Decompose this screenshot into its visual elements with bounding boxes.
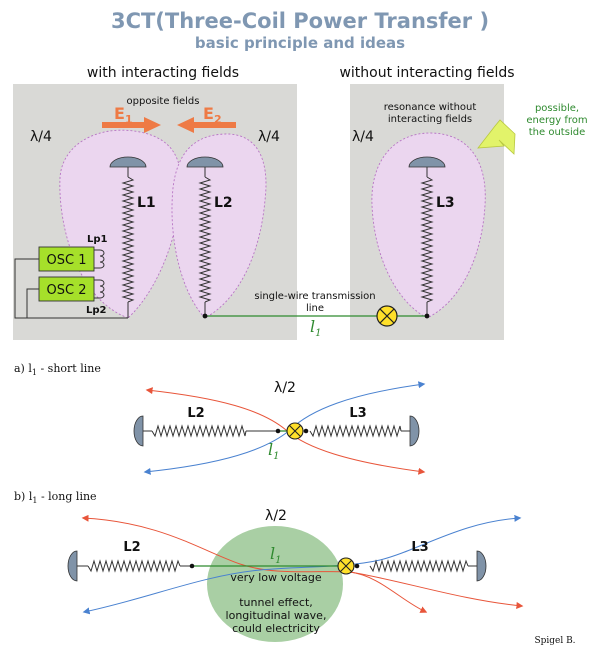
osc2-box [38, 276, 95, 302]
outside-energy-arrow [477, 119, 516, 155]
left-heading: with interacting fields [87, 65, 239, 81]
right-heading: without interacting fields [339, 65, 514, 81]
field-lobe-l2 [171, 133, 267, 319]
osc1-box [38, 246, 95, 272]
outside-label-1: possible, [535, 103, 579, 114]
coil-l3 [408, 156, 446, 316]
swt-label-1: single-wire transmission [254, 291, 375, 302]
page-subtitle: basic principle and ideas [195, 34, 405, 52]
e1-arrow [102, 117, 161, 133]
lambda-half-b: λ/2 [265, 508, 287, 524]
outside-label-3: the outside [529, 127, 585, 138]
e1-label: E1 [114, 104, 133, 126]
coil-l2-label: L2 [214, 195, 233, 211]
lp1-label: Lp1 [87, 234, 108, 245]
coil-l2-label-a: L2 [187, 406, 204, 421]
field-curve-blue-b [82, 514, 522, 615]
lamp-icon-a [286, 422, 304, 440]
field-curve-red-b-right [349, 571, 524, 609]
node-l3 [424, 313, 430, 319]
credit: Spigel B. [534, 636, 575, 646]
lambda-quarter-mid: λ/4 [258, 129, 280, 145]
coil-l3-a [309, 415, 420, 447]
opposite-fields-label: opposite fields [127, 96, 200, 107]
very-low-voltage-label: very low voltage [230, 571, 321, 584]
coil-l2-label-b: L2 [123, 540, 140, 555]
l1-label-b: l1 [270, 544, 282, 566]
lamp-icon [376, 305, 398, 327]
coil-l3-label: L3 [436, 195, 455, 211]
field-lobe-l3 [371, 132, 486, 319]
node-b-left [189, 563, 195, 569]
coil-l3-label-b: L3 [411, 540, 428, 555]
caption-b: b) l1 - long line [14, 490, 97, 505]
tunnel-label-2: longitudinal wave, [226, 609, 327, 622]
resonance-label-2: interacting fields [388, 114, 472, 125]
osc1-label: OSC 1 [47, 253, 87, 268]
node-l2 [202, 313, 208, 319]
e2-label: E2 [203, 104, 222, 126]
node-a-left [275, 428, 281, 434]
osc-wiring [14, 258, 128, 319]
coil-l2-a [133, 415, 278, 447]
coil-l1 [109, 156, 147, 318]
e2-arrow [177, 117, 236, 133]
tunnel-label-1: tunnel effect, [239, 596, 313, 609]
resonance-label-1: resonance without [384, 102, 477, 113]
tunnel-label-3: could electricity [232, 622, 320, 635]
coil-l3-label-a: L3 [349, 406, 366, 421]
lambda-half-a: λ/2 [274, 380, 296, 396]
lp1-coil [94, 249, 105, 269]
lamp-icon-b [337, 557, 355, 575]
l1-label-a: l1 [268, 440, 280, 462]
page-title: 3CT(Three-Coil Power Transfer ) [111, 9, 489, 33]
swt-label-2: line [306, 303, 324, 314]
coil-l2 [186, 156, 224, 316]
lambda-quarter-right: λ/4 [352, 129, 374, 145]
osc2-label: OSC 2 [47, 283, 87, 298]
outside-label-2: energy from [526, 115, 587, 126]
lp2-label: Lp2 [86, 305, 107, 316]
lp2-coil [94, 279, 105, 299]
coil-l3-b [369, 550, 487, 582]
lambda-quarter-left: λ/4 [30, 129, 52, 145]
node-a-right [303, 428, 309, 434]
l1-label-top: l1 [310, 317, 322, 339]
coil-l2-b [67, 550, 192, 582]
node-b-right [354, 563, 360, 569]
caption-a: a) l1 - short line [14, 362, 101, 377]
coil-l1-label: L1 [137, 195, 156, 211]
